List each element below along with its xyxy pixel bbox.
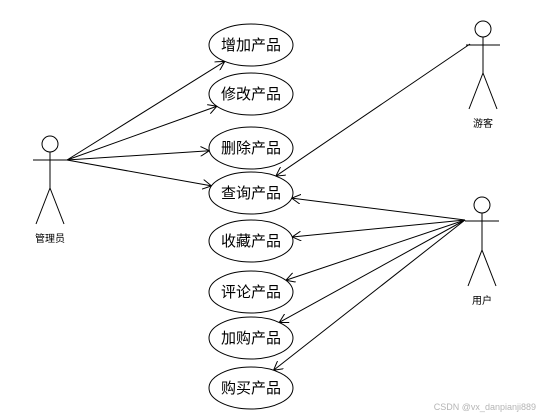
use-case-ellipse [208, 171, 294, 215]
actor-visitor-label: 游客 [473, 117, 493, 130]
association-user-review [286, 219, 466, 280]
use-case-query: 查询产品 [208, 171, 294, 215]
actor-admin-label: 管理员 [35, 232, 65, 245]
actor-head [41, 135, 59, 153]
actor-admin: 管理员 [33, 135, 67, 245]
association-user-favorite [292, 219, 466, 237]
use-case-label: 增加产品 [221, 36, 281, 54]
watermark: CSDN @vx_danpianji889 [434, 402, 536, 412]
use-case-ellipse [208, 219, 294, 263]
association-admin-delete [66, 151, 209, 161]
actor-user-label: 用户 [472, 294, 492, 307]
actor-head [473, 196, 491, 214]
association-admin-query [66, 159, 211, 186]
actor-leg-right [482, 72, 498, 110]
use-case-favorite: 收藏产品 [208, 219, 294, 263]
association-user-buy [274, 219, 466, 370]
use-case-label: 收藏产品 [221, 232, 281, 250]
use-case-label: 查询产品 [221, 184, 281, 202]
use-case-add: 增加产品 [208, 23, 294, 67]
use-case-buy: 购买产品 [208, 366, 294, 410]
use-case-label: 删除产品 [221, 139, 281, 157]
use-case-ellipse [208, 72, 294, 116]
association-user-cart [279, 219, 466, 322]
use-case-label: 购买产品 [221, 379, 281, 397]
use-case-ellipse [208, 23, 294, 67]
use-case-delete: 删除产品 [208, 126, 294, 170]
use-case-ellipse [208, 316, 294, 360]
use-case-ellipse [208, 270, 294, 314]
actor-user: 用户 [465, 196, 499, 307]
use-case-ellipse [208, 126, 294, 170]
actor-leg-left [467, 249, 483, 287]
use-case-modify: 修改产品 [208, 72, 294, 116]
use-case-ellipse [208, 366, 294, 410]
association-admin-modify [66, 106, 217, 161]
actor-head [474, 20, 492, 38]
actor-leg-left [468, 72, 484, 110]
use-case-label: 评论产品 [221, 283, 281, 301]
use-case-review: 评论产品 [208, 270, 294, 314]
association-user-query [292, 198, 466, 221]
actor-leg-left [35, 187, 51, 225]
actor-leg-right [49, 187, 65, 225]
association-admin-add [66, 61, 225, 161]
use-case-label: 加购产品 [221, 329, 281, 347]
use-case-cart: 加购产品 [208, 316, 294, 360]
association-visitor-query [276, 43, 471, 176]
actor-leg-right [481, 249, 497, 287]
actor-visitor: 游客 [466, 20, 500, 130]
associations-layer [66, 43, 471, 370]
use-case-label: 修改产品 [221, 85, 281, 103]
